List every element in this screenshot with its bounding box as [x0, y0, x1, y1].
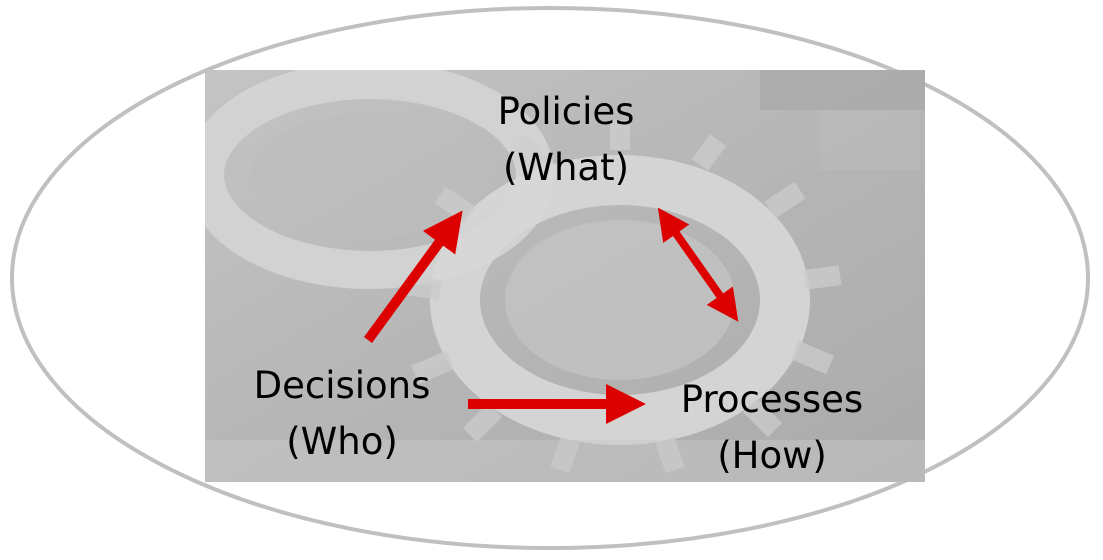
gear-shaft: [760, 70, 925, 110]
policies-label: Policies: [498, 90, 635, 133]
policies-sublabel: (What): [503, 146, 629, 189]
node-decisions: Decisions (Who): [254, 364, 431, 463]
processes-label: Processes: [681, 378, 863, 421]
arrow-decisions-to-policies: [363, 210, 463, 343]
boundary-ellipse: [10, 6, 1090, 550]
gears-background-image: [205, 70, 925, 482]
node-policies: Policies (What): [498, 90, 635, 189]
gear-shaft-highlight: [820, 110, 920, 170]
processes-sublabel: (How): [717, 434, 827, 477]
decisions-sublabel: (Who): [286, 420, 398, 463]
arrow-policies-processes-bidirectional: [657, 207, 739, 322]
decisions-label: Decisions: [254, 364, 431, 407]
node-processes: Processes (How): [681, 378, 863, 477]
